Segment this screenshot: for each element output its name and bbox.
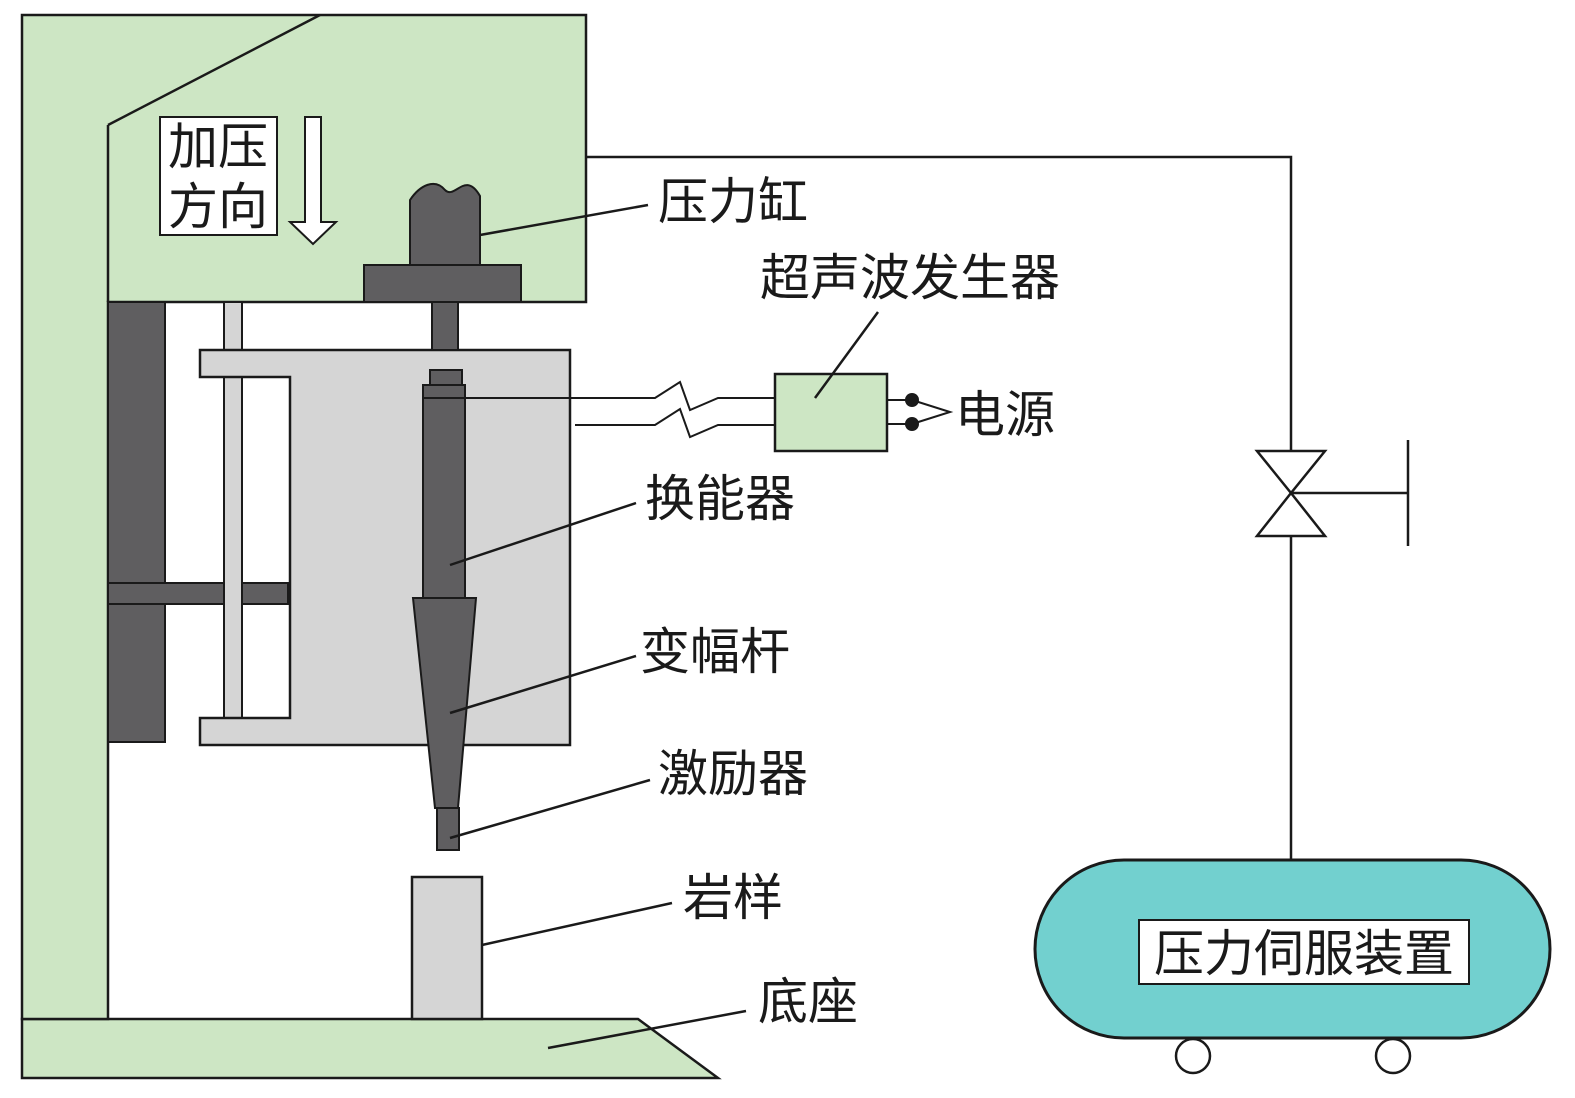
- label-pressure-cylinder: 压力缸: [658, 173, 808, 231]
- press-direction-line2: 方向: [168, 178, 268, 236]
- label-exciter: 激励器: [658, 745, 808, 803]
- exciter: [436, 807, 460, 851]
- ultrasonic-cable: [423, 380, 775, 439]
- valve-icon: [1254, 440, 1410, 546]
- rock-sample: [410, 875, 484, 1021]
- label-base: 底座: [758, 973, 858, 1031]
- leader-ultrasonic-generator: [813, 311, 880, 399]
- pressure-cylinder: [363, 182, 522, 351]
- hydraulic-line: [586, 155, 1293, 860]
- leader-base: [547, 1009, 747, 1050]
- cylinder-flange: [363, 264, 522, 303]
- ultrasonic-generator-box: [773, 372, 889, 453]
- press-direction-box: [159, 116, 278, 236]
- press-direction: 加压 方向: [159, 116, 339, 246]
- leader-transducer: [449, 501, 637, 567]
- leader-pressure-cylinder: [479, 203, 649, 237]
- label-transducer: 换能器: [645, 470, 795, 528]
- base-plate: [20, 1017, 722, 1080]
- frame-chamfer-line: [107, 13, 321, 127]
- label-ultrasonic-generator: 超声波发生器: [760, 249, 1060, 307]
- guide-rail-block: [107, 301, 166, 743]
- cylinder-body: [409, 182, 481, 266]
- transducer: [422, 384, 466, 599]
- pressure-servo-unit: 压力伺服装置: [1033, 858, 1552, 1075]
- transducer-cap: [429, 369, 463, 387]
- label-power-source: 电源: [955, 386, 1055, 444]
- leader-lines: [449, 203, 880, 1050]
- leader-exciter: [449, 778, 651, 840]
- housing: [198, 348, 572, 747]
- plug-terminal-icon: [887, 393, 954, 431]
- leader-horn: [449, 654, 637, 715]
- guide-arm: [107, 582, 289, 605]
- label-horn: 变幅杆: [640, 623, 790, 681]
- servo-label-box: [1138, 919, 1470, 985]
- piston-rod: [431, 301, 459, 351]
- cable-upper: [423, 380, 775, 412]
- leader-rock-sample: [481, 901, 673, 947]
- wheel-icon: [1174, 1037, 1212, 1075]
- servo-label: 压力伺服装置: [1154, 925, 1454, 983]
- housing-body: [198, 348, 572, 747]
- press-direction-line1: 加压: [168, 118, 268, 176]
- down-arrow-icon: [287, 116, 339, 246]
- wheel-icon: [1374, 1037, 1412, 1075]
- cable-lower: [575, 407, 775, 439]
- label-rock-sample: 岩样: [683, 869, 783, 927]
